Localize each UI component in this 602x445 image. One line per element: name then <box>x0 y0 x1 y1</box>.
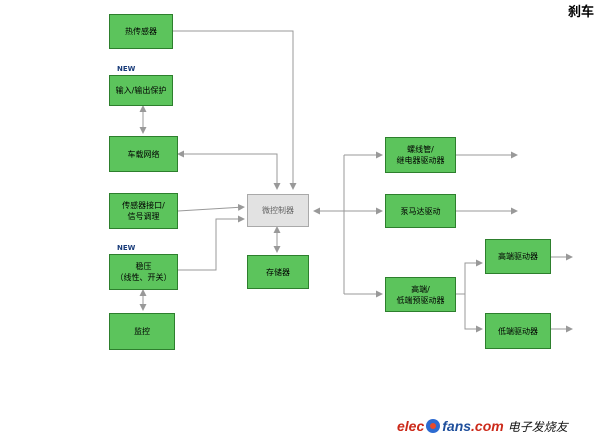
logo-domain: .com <box>471 418 504 434</box>
link-vehicle-mcu <box>177 150 281 190</box>
logo-prefix: elec <box>397 418 425 434</box>
voltage-regulator-block: 稳压 （线性、开关） <box>109 254 178 290</box>
logo-mark-icon <box>426 419 441 433</box>
memory-block: 存储器 <box>247 255 309 289</box>
diagram-title: 刹车 <box>568 5 595 20</box>
link-regulator-mcu <box>178 215 245 271</box>
high-low-predriver-block: 高端/ 低端预驱动器 <box>385 277 456 312</box>
monitor-block: 监控 <box>109 313 175 350</box>
vehicle-network-block: 车载网络 <box>109 136 178 172</box>
low-side-driver-block: 低端驱动器 <box>485 313 551 349</box>
sensor-interface-block: 传感器接口/ 信号调理 <box>109 193 178 229</box>
microcontroller-block: 微控制器 <box>247 194 309 227</box>
io-protection-block: 输入/输出保护 <box>109 75 173 106</box>
link-predriver-high <box>456 259 483 295</box>
new-badge: NEW <box>117 244 136 252</box>
link-predriver-low <box>464 294 483 333</box>
pump-motor-driver-block: 泵马达驱动 <box>385 194 456 228</box>
link-thermal-to-mcu <box>172 30 297 190</box>
footer-logo: elec fans .com 电子发烧友 <box>397 413 602 439</box>
link-sensor-mcu <box>177 203 245 212</box>
new-badge: NEW <box>117 65 136 73</box>
high-side-driver-block: 高端驱动器 <box>485 239 551 274</box>
logo-suffix: fans <box>442 418 472 434</box>
logo-chinese: 电子发烧友 <box>507 419 568 434</box>
thermal-sensor-block: 热传感器 <box>109 14 173 49</box>
solenoid-relay-driver-block: 螺线管/ 继电器驱动器 <box>385 137 456 173</box>
